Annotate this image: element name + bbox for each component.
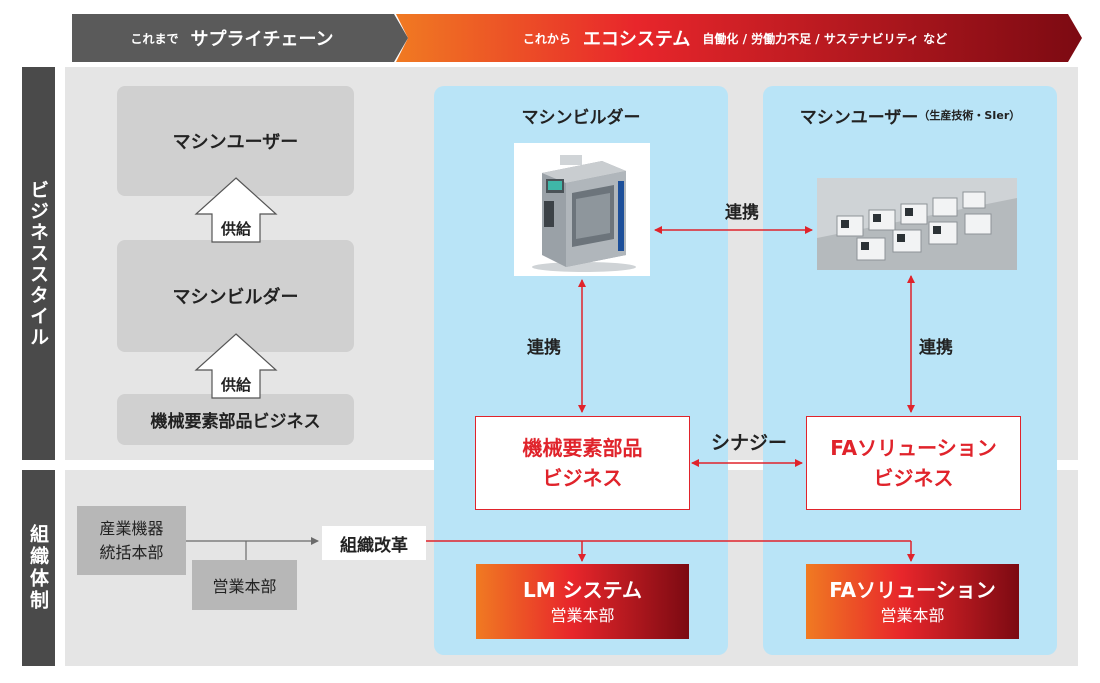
cross-link-label: 連携: [712, 198, 772, 223]
header-after-suffix: 自働化 / 労働力不足 / サステナビリティ など: [702, 31, 948, 46]
supply-label-lower-text: 供給: [220, 375, 251, 394]
header-after-shape: [396, 14, 1082, 62]
factory-floor-image: [817, 178, 1017, 270]
user-panel-title: マシンユーザー （生産技術・SIer）: [763, 100, 1057, 130]
fa-solution-dept-box: FAソリューション 営業本部: [806, 564, 1019, 639]
lm-system-dept-title: LM システム: [522, 577, 642, 602]
industrial-equipment-hq-box: 産業機器 統括本部: [77, 506, 186, 575]
lm-system-dept-box: LM システム 営業本部: [476, 564, 689, 639]
parts-business-box: 機械要素部品 ビジネス: [475, 416, 690, 510]
cnc-machine-image: [514, 143, 650, 276]
header-before-label: これまで サプライチェーン: [72, 14, 392, 62]
header-after-title: エコシステム: [582, 29, 691, 50]
synergy-label: シナジー: [696, 426, 802, 456]
fa-business-box: FAソリューション ビジネス: [806, 416, 1021, 510]
header-after-label: これから エコシステム 自働化 / 労働力不足 / サステナビリティ など: [410, 14, 1060, 62]
fa-solution-dept-sub: 営業本部: [880, 605, 945, 625]
user-link-label: 連携: [906, 332, 966, 358]
fa-solution-dept-title: FAソリューション: [829, 577, 996, 602]
factory-floor-icon: [817, 178, 1017, 270]
past-machine-builder-box: マシンビルダー: [117, 240, 354, 352]
cnc-machine-icon: [532, 155, 636, 272]
business-style-text: ビジネススタイル: [27, 179, 49, 348]
parts-business-line1: 機械要素部品: [522, 436, 643, 460]
synergy-label-text: シナジー: [710, 431, 787, 454]
header-before-prefix: これまで: [130, 31, 179, 46]
lm-system-dept-bg: [476, 564, 689, 639]
supply-label-upper: 供給: [212, 216, 260, 240]
builder-panel-title-text: マシンビルダー: [521, 107, 641, 128]
past-parts-business-label: 機械要素部品ビジネス: [150, 412, 321, 432]
lm-system-dept-sub: 営業本部: [550, 605, 615, 625]
supply-label-lower: 供給: [212, 372, 260, 396]
supply-label-upper-text: 供給: [220, 219, 251, 238]
fa-business-line2: ビジネス: [873, 466, 954, 490]
hq-line1: 産業機器: [99, 518, 164, 538]
builder-panel-title: マシンビルダー: [434, 100, 728, 130]
user-panel-title-note: （生産技術・SIer）: [918, 109, 1021, 122]
header-before-title: サプライチェーン: [190, 29, 334, 50]
past-machine-user-label: マシンユーザー: [172, 132, 299, 153]
business-style-side-label: ビジネススタイル: [22, 67, 55, 460]
hq-line2: 統括本部: [99, 542, 164, 562]
user-link-label-text: 連携: [919, 337, 953, 358]
fa-business-line1: FAソリューション: [830, 436, 997, 460]
header-after-prefix: これから: [522, 31, 571, 46]
organization-text: 組織体制: [27, 524, 49, 612]
organization-side-label: 組織体制: [22, 470, 55, 666]
past-machine-builder-label: マシンビルダー: [172, 287, 299, 308]
org-reform-label: 組織改革: [322, 526, 426, 560]
fa-solution-dept-bg: [806, 564, 1019, 639]
builder-link-label-text: 連携: [527, 337, 561, 358]
past-parts-business-box: 機械要素部品ビジネス: [117, 394, 354, 445]
parts-business-line2: ビジネス: [542, 466, 623, 490]
cross-link-label-text: 連携: [725, 202, 759, 223]
org-reform-text: 組織改革: [340, 535, 408, 556]
header-before-shape: [72, 14, 408, 62]
supply-arrow-upper: [194, 177, 278, 243]
builder-link-label: 連携: [514, 332, 574, 358]
sales-hq-box: 営業本部: [192, 560, 297, 610]
user-panel-title-text: マシンユーザー: [799, 107, 919, 128]
sales-hq-label: 営業本部: [212, 577, 277, 596]
supply-arrow-lower: [194, 333, 278, 399]
